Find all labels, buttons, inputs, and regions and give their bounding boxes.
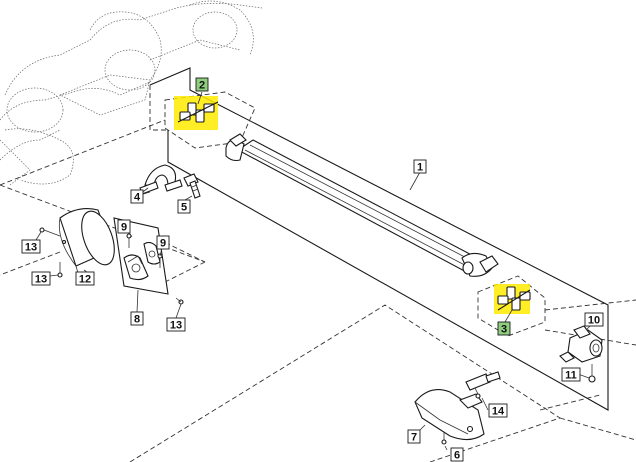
svg-text:13: 13	[170, 320, 182, 332]
clamp-bracket	[139, 164, 183, 196]
small-bolt-13b	[57, 262, 63, 278]
svg-text:13: 13	[35, 274, 47, 286]
callout-8[interactable]: 8	[130, 311, 144, 326]
callout-12[interactable]: 12	[75, 271, 95, 286]
svg-text:14: 14	[492, 406, 505, 418]
svg-text:13: 13	[25, 242, 37, 254]
callout-4[interactable]: 4	[130, 189, 144, 204]
shaft-assembly-frame	[149, 67, 609, 411]
svg-text:1: 1	[417, 162, 423, 174]
shaft-shield	[414, 389, 485, 441]
callout-11[interactable]: 11	[561, 367, 581, 382]
callout-6[interactable]: 6	[450, 447, 464, 462]
coupling-3-zone	[477, 275, 546, 337]
end-yoke	[559, 325, 603, 363]
universal-joint-cross-2	[177, 101, 219, 123]
callout-2[interactable]: 2	[195, 77, 209, 92]
callout-3[interactable]: 3	[497, 321, 511, 336]
small-bolt-13a	[39, 227, 61, 237]
yoke-group-outline	[544, 299, 636, 346]
svg-text:5: 5	[181, 202, 187, 214]
callout-13b[interactable]: 13	[31, 271, 51, 286]
callout-13c[interactable]: 13	[166, 317, 186, 332]
svg-text:10: 10	[588, 315, 600, 327]
svg-text:9: 9	[160, 238, 166, 250]
svg-text:3: 3	[501, 324, 507, 336]
callout-13a[interactable]: 13	[21, 239, 41, 254]
svg-text:7: 7	[411, 432, 417, 444]
callout-10[interactable]: 10	[584, 312, 604, 327]
svg-text:6: 6	[454, 450, 460, 462]
shield-group-outline	[129, 304, 636, 462]
lock-nut	[588, 364, 596, 383]
svg-text:12: 12	[79, 274, 91, 286]
svg-text:8: 8	[134, 314, 140, 326]
hex-bolt	[183, 173, 201, 199]
svg-text:4: 4	[134, 192, 141, 204]
callout-9b[interactable]: 9	[156, 235, 170, 250]
leader-lines	[35, 91, 591, 451]
callout-9a[interactable]: 9	[117, 219, 131, 234]
callout-1[interactable]: 1	[413, 159, 427, 174]
latch-clip	[465, 371, 501, 399]
drive-shaft	[225, 133, 499, 277]
svg-text:9: 9	[121, 222, 127, 234]
svg-text:2: 2	[199, 80, 205, 92]
callout-7[interactable]: 7	[407, 429, 421, 444]
universal-joint-cross-3	[497, 286, 531, 311]
callout-14[interactable]: 14	[488, 403, 508, 418]
svg-text:11: 11	[565, 370, 577, 382]
callout-5[interactable]: 5	[177, 199, 191, 214]
cylindrical-guard	[58, 208, 115, 281]
shield-bolt	[441, 432, 447, 445]
small-bolt-13c	[175, 297, 184, 305]
axle-background-sketch	[0, 0, 263, 186]
